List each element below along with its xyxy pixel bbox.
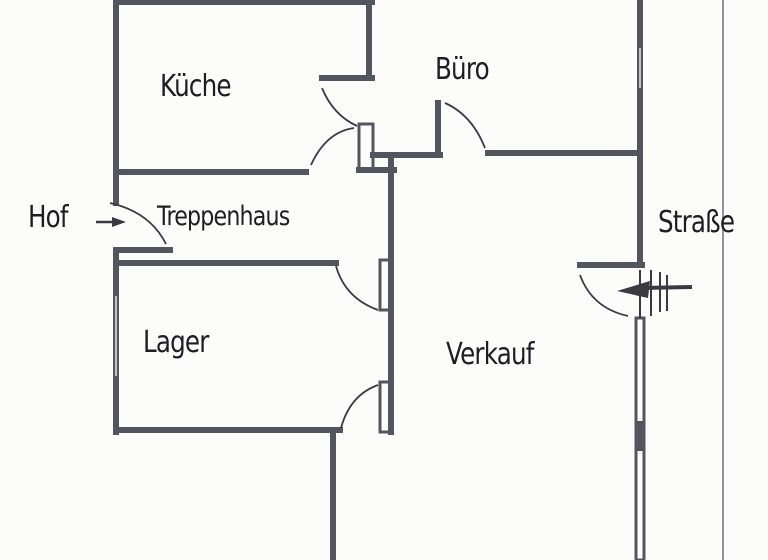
- buero-walls: [485, 0, 643, 265]
- verkauf-door-arc: [340, 384, 379, 429]
- room-label-lager: Lager: [143, 325, 209, 360]
- arrow-left-icon: [617, 270, 693, 318]
- kueche-walls: [113, 0, 375, 178]
- room-label-treppenhaus: Treppenhaus: [157, 201, 290, 232]
- outside-label-strasse: Straße: [658, 205, 735, 240]
- buero-door-arc: [444, 102, 486, 149]
- kueche-door-arc-2: [310, 127, 355, 166]
- room-label-verkauf: Verkauf: [446, 337, 534, 372]
- arrow-right-icon: [96, 217, 126, 227]
- lager-door-arc: [335, 265, 379, 311]
- room-label-buero: Büro: [435, 52, 490, 87]
- room-label-kueche: Küche: [160, 69, 231, 104]
- verkauf-walls: [577, 262, 646, 560]
- door-swings: [109, 87, 629, 429]
- kueche-door-arc: [321, 87, 358, 127]
- treppenhaus-walls: [113, 169, 339, 266]
- street-door-arc: [579, 274, 629, 317]
- outside-label-hof: Hof: [28, 200, 69, 235]
- lager-walls: [113, 247, 394, 560]
- hof-door-arc: [109, 202, 167, 245]
- wall-junction: [356, 100, 443, 263]
